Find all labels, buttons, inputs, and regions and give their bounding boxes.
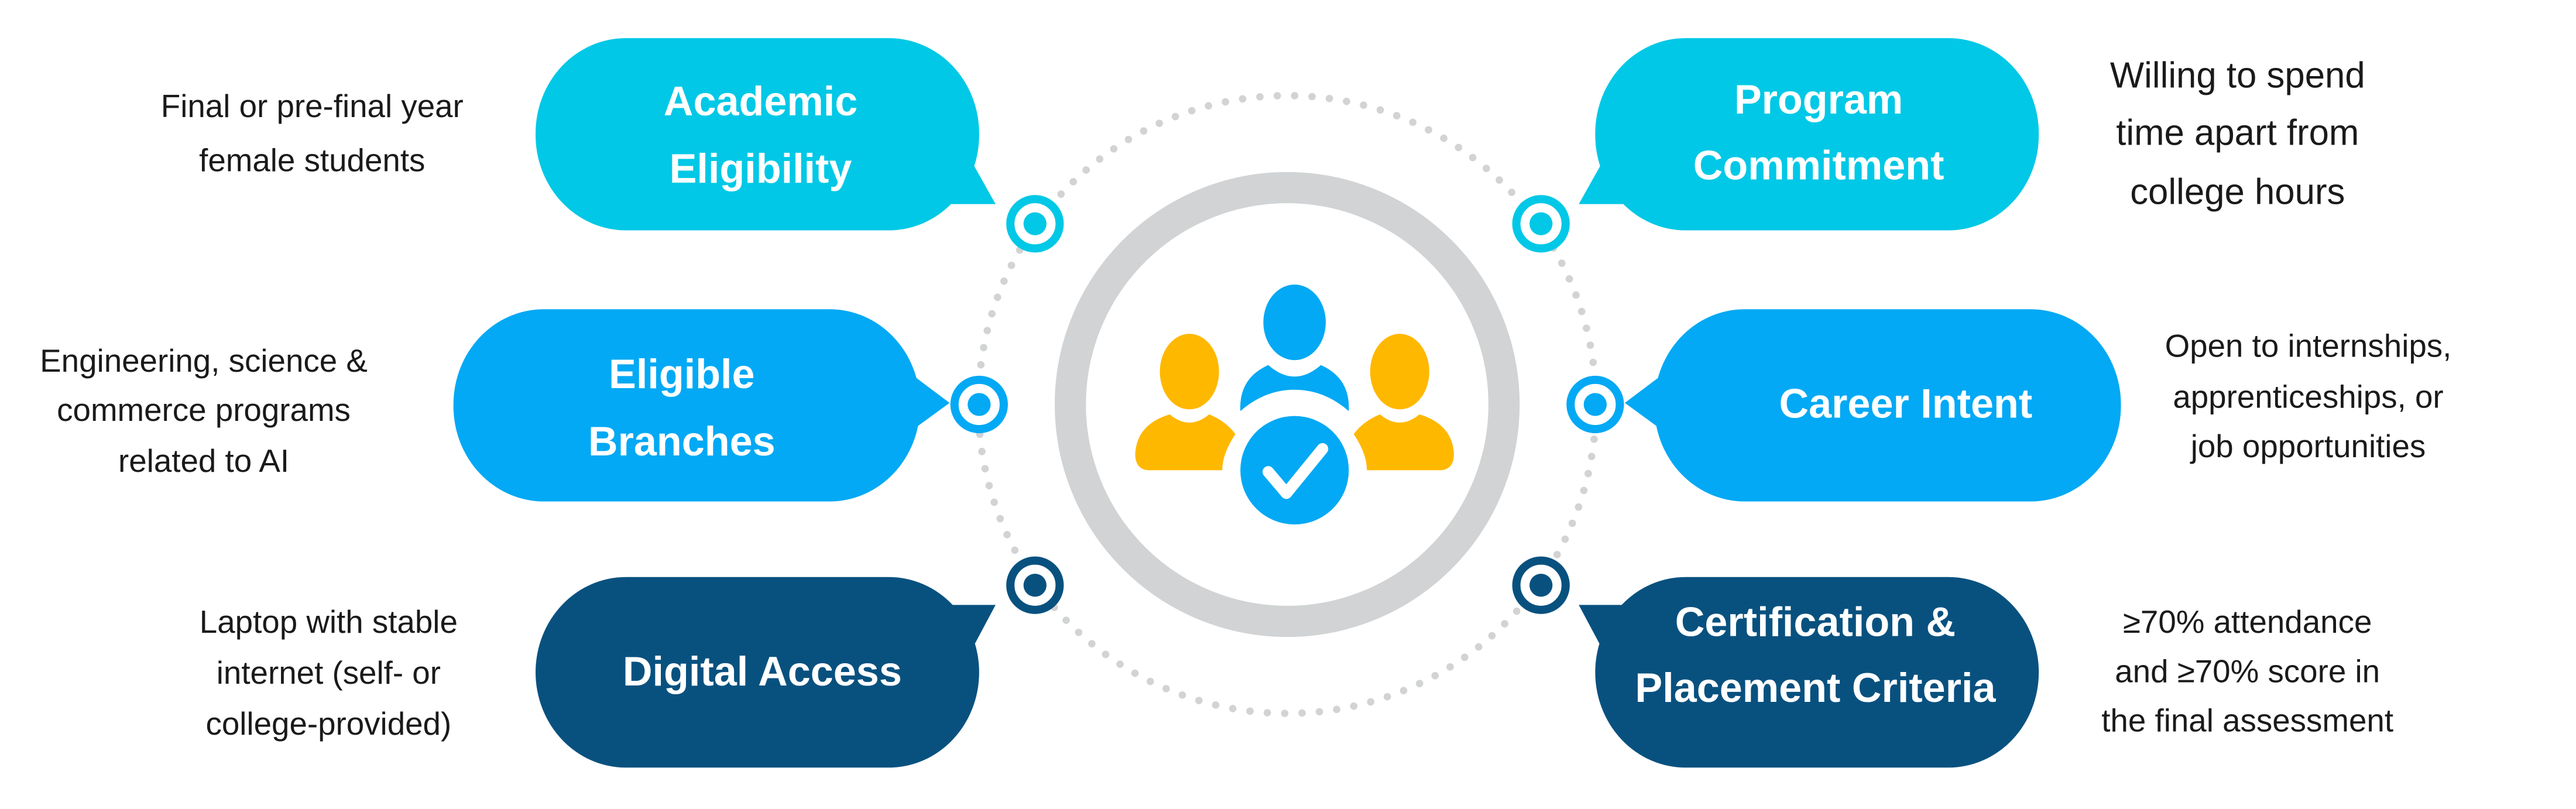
title-career: Career Intent [1779, 380, 2032, 426]
marker-certification [1512, 556, 1570, 614]
desc-certification-3: the final assessment [2101, 702, 2393, 739]
person-right-icon [1353, 334, 1454, 471]
desc-certification-1: ≥70% attendance [2123, 604, 2372, 640]
title-digital: Digital Access [623, 648, 902, 694]
desc-branches-1: Engineering, science & [40, 342, 368, 379]
desc-digital-2: internet (self- or [217, 654, 441, 691]
desc-academic-2: female students [199, 142, 425, 178]
group-check-icon [1135, 284, 1454, 525]
title-branches-2: Branches [588, 418, 776, 464]
title-certification-2: Placement Criteria [1635, 664, 1996, 711]
marker-commitment [1512, 195, 1570, 253]
check-badge [1240, 416, 1349, 525]
desc-career-3: job opportunities [2190, 428, 2426, 464]
desc-commitment-3: college hours [2130, 172, 2345, 212]
desc-academic-1: Final or pre-final year [161, 88, 464, 124]
checkmark-icon [1262, 443, 1329, 499]
center-ring [1054, 172, 1520, 637]
person-left-icon [1135, 334, 1236, 471]
marker-digital [1006, 556, 1064, 614]
title-commitment-2: Commitment [1693, 142, 1944, 188]
bubble-certification-placement [1579, 577, 2039, 768]
marker-academic [1006, 195, 1064, 253]
title-academic-2: Eligibility [670, 145, 852, 191]
bubble-eligible-branches [453, 309, 950, 502]
bubble-academic-eligibility [536, 38, 996, 231]
desc-career-1: Open to internships, [2165, 328, 2452, 364]
desc-branches-3: related to AI [118, 443, 289, 479]
desc-career-2: apprenticeships, or [2173, 379, 2443, 415]
desc-digital-3: college-provided) [205, 705, 451, 742]
bubble-career-intent [1624, 309, 2121, 502]
title-academic-1: Academic [664, 78, 857, 124]
title-certification-1: Certification & [1675, 599, 1956, 645]
marker-career [1566, 375, 1624, 434]
desc-certification-2: and ≥70% score in [2115, 653, 2380, 689]
title-commitment-1: Program [1734, 76, 1903, 122]
title-branches-1: Eligible [609, 351, 754, 397]
marker-branches [950, 375, 1008, 434]
bubble-program-commitment [1579, 38, 2039, 231]
desc-branches-2: commerce programs [57, 392, 351, 428]
person-center-icon [1240, 284, 1349, 412]
bubble-digital-access [536, 577, 996, 768]
desc-digital-1: Laptop with stable [200, 604, 458, 640]
desc-commitment-1: Willing to spend [2110, 55, 2365, 95]
desc-commitment-2: time apart from [2116, 113, 2359, 153]
